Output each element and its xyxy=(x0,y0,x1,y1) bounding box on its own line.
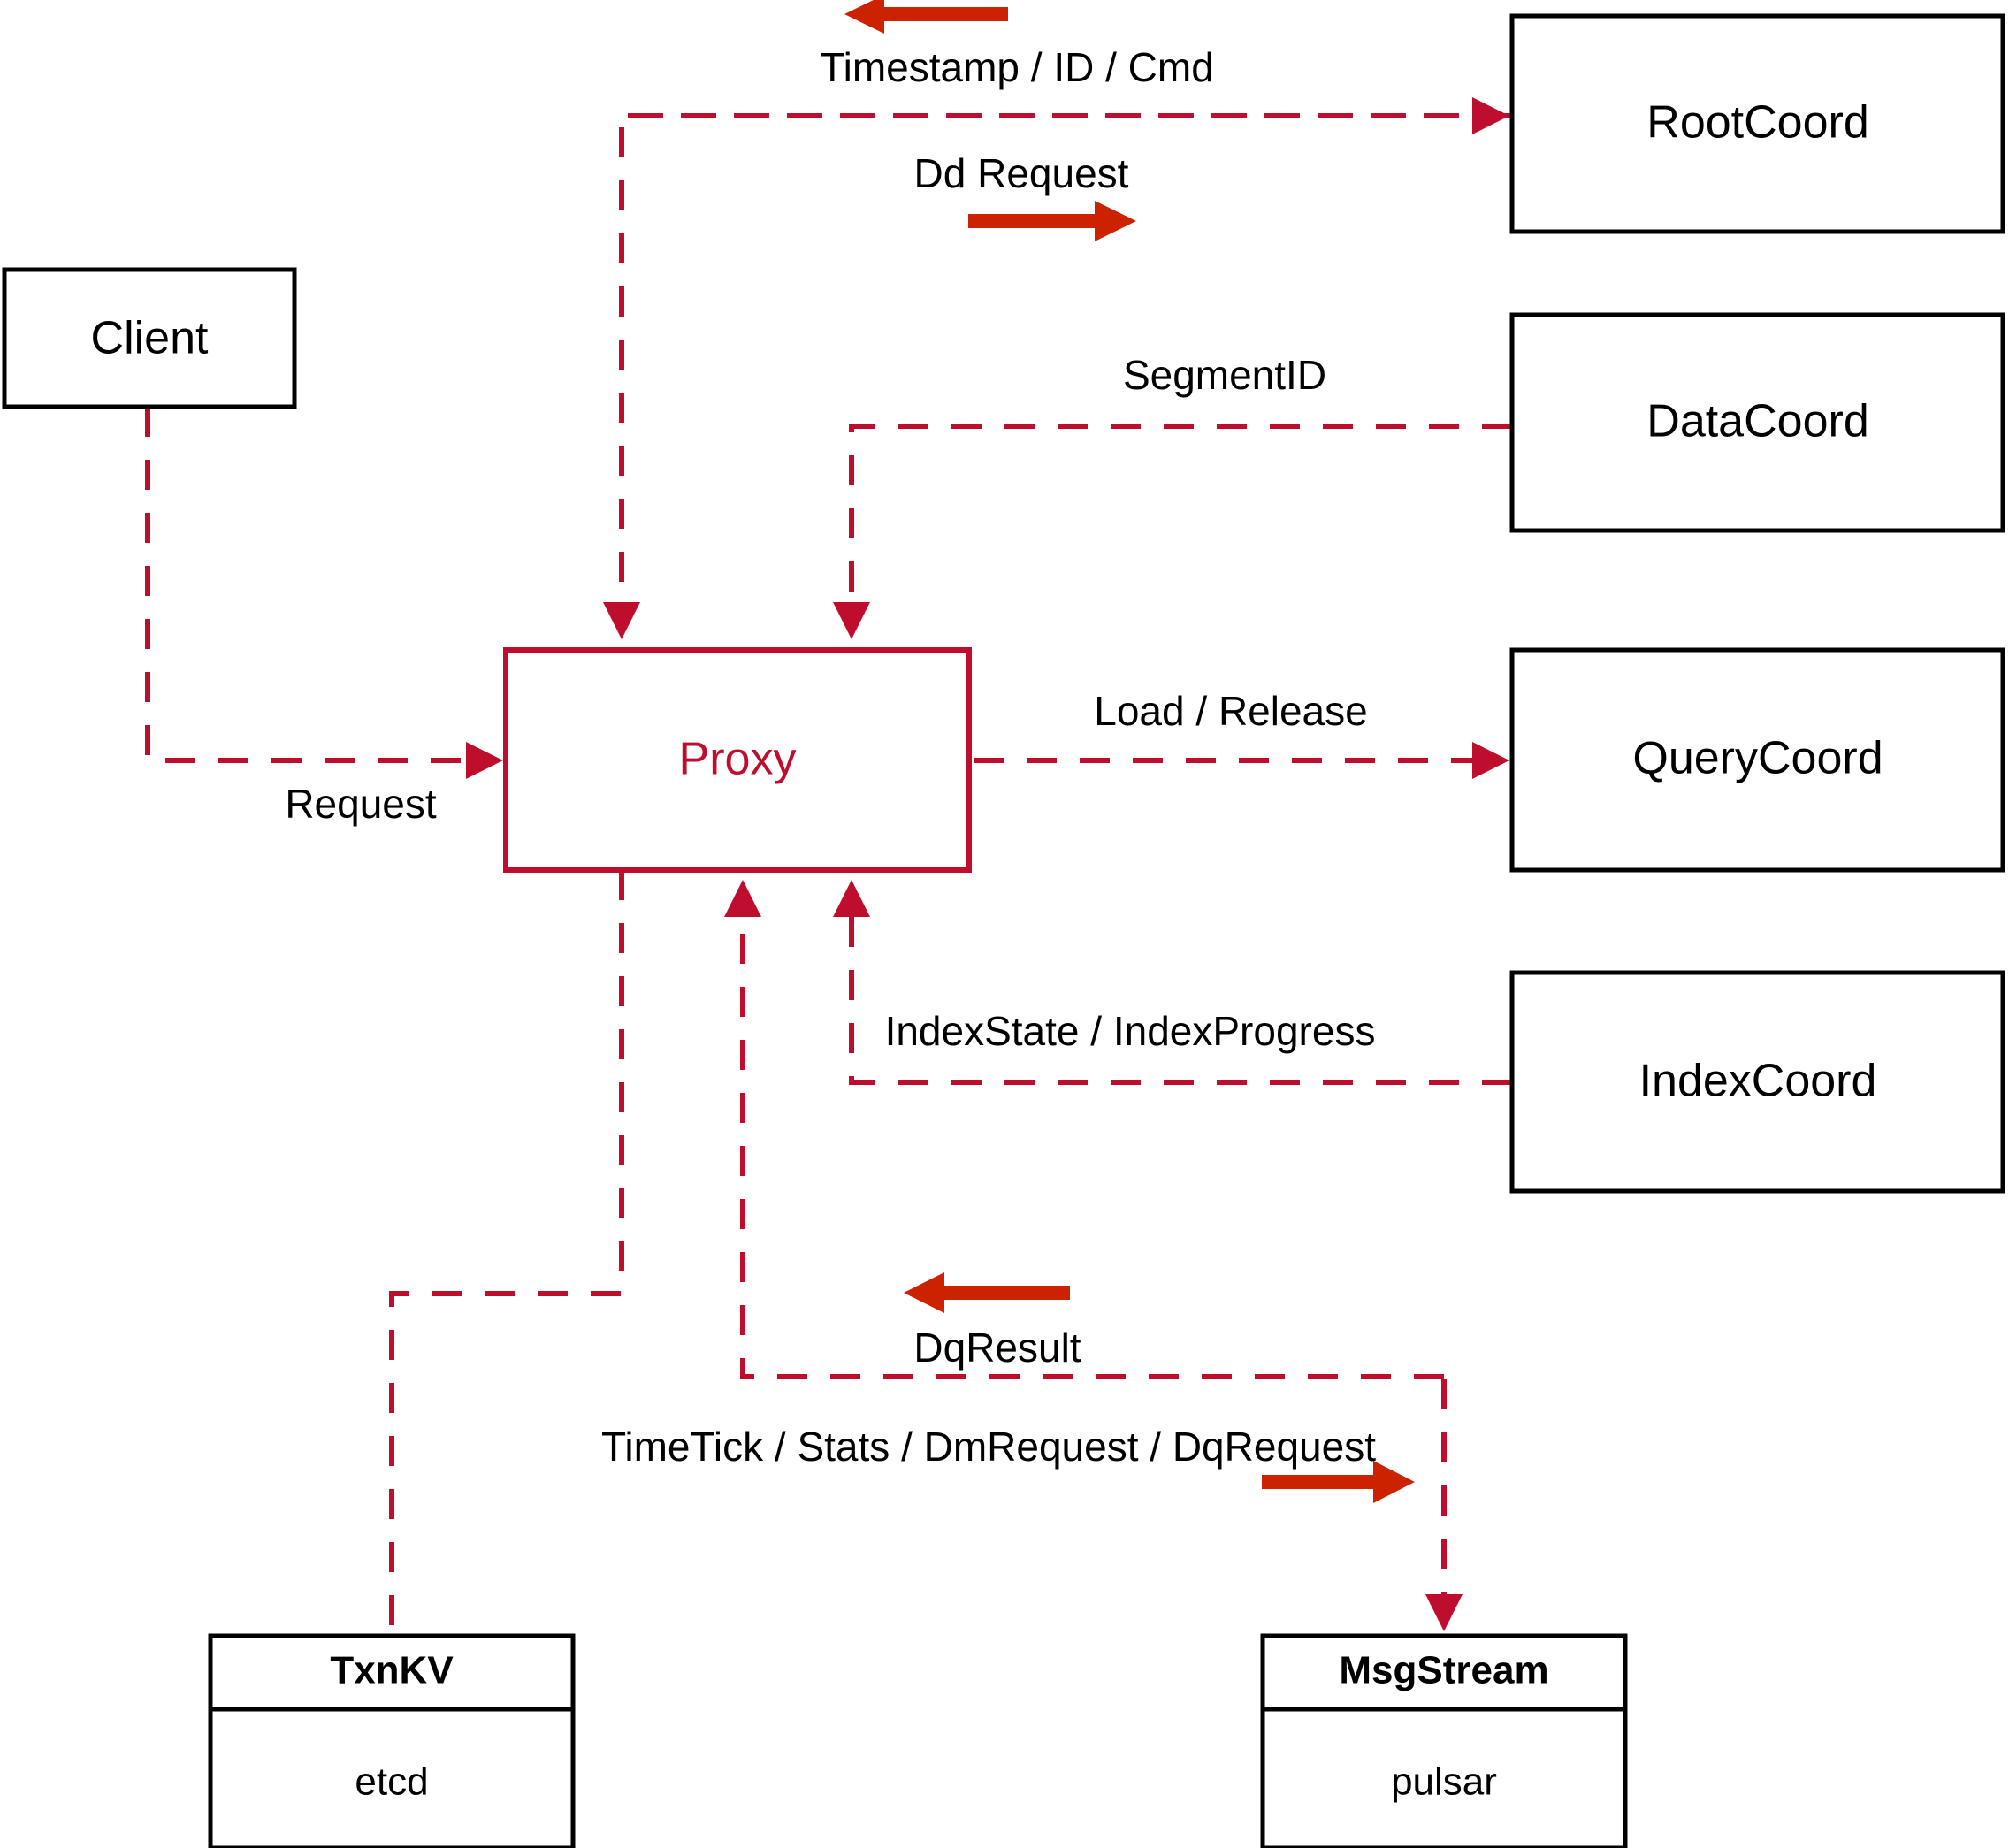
node-proxy[interactable]: Proxy xyxy=(503,647,972,873)
edge-label-load-release: Load / Release xyxy=(1094,688,1367,734)
edge-label-timestamp-id-cmd: Timestamp / ID / Cmd xyxy=(820,44,1214,90)
edge-label-dqresult: DqResult xyxy=(913,1325,1081,1371)
edge-label-indexstate-indexprogress: IndexState / IndexProgress xyxy=(885,1008,1376,1054)
node-datacoord[interactable]: DataCoord xyxy=(1509,312,2005,533)
node-client[interactable]: Client xyxy=(2,267,297,409)
edge-indexcoord-proxy xyxy=(833,880,1512,1085)
edge-proxy-txnkv xyxy=(389,870,624,1636)
node-txnkv-sublabel: etcd xyxy=(355,1760,428,1804)
edge-datacoord-proxy xyxy=(833,424,1512,639)
edge-client-proxy xyxy=(145,407,503,779)
node-client-label: Client xyxy=(91,313,209,364)
node-indexcoord-label: IndexCoord xyxy=(1639,1056,1877,1107)
node-datacoord-label: DataCoord xyxy=(1646,396,1868,447)
node-msgstream-sublabel: pulsar xyxy=(1391,1760,1497,1804)
direction-arrow-left-timestamp xyxy=(844,0,1008,34)
node-querycoord[interactable]: QueryCoord xyxy=(1509,647,2005,873)
edge-label-segmentid: SegmentID xyxy=(1123,352,1326,398)
direction-arrow-left-dqresult xyxy=(904,1272,1070,1313)
node-txnkv-label: TxnKV xyxy=(330,1649,454,1692)
node-rootcoord-label: RootCoord xyxy=(1646,97,1868,149)
node-proxy-label: Proxy xyxy=(679,734,797,785)
direction-arrow-right-dmrequest xyxy=(1262,1461,1415,1503)
edge-label-timetick-stats-dmrequest-dqrequest: TimeTick / Stats / DmRequest / DqRequest xyxy=(601,1424,1376,1470)
edge-label-request: Request xyxy=(285,781,437,827)
node-rootcoord[interactable]: RootCoord xyxy=(1509,13,2005,234)
edge-rootcoord-proxy xyxy=(603,113,1512,639)
node-msgstream-label: MsgStream xyxy=(1339,1649,1548,1692)
node-indexcoord[interactable]: IndexCoord xyxy=(1509,970,2005,1194)
edge-label-dd-request: Dd Request xyxy=(914,150,1129,196)
direction-arrow-right-dd-request xyxy=(968,201,1136,241)
node-txnkv[interactable]: TxnKV etcd xyxy=(208,1633,576,1848)
node-msgstream[interactable]: MsgStream pulsar xyxy=(1260,1633,1628,1848)
node-querycoord-label: QueryCoord xyxy=(1632,733,1883,784)
edge-msgstream-proxy xyxy=(724,880,1444,1379)
